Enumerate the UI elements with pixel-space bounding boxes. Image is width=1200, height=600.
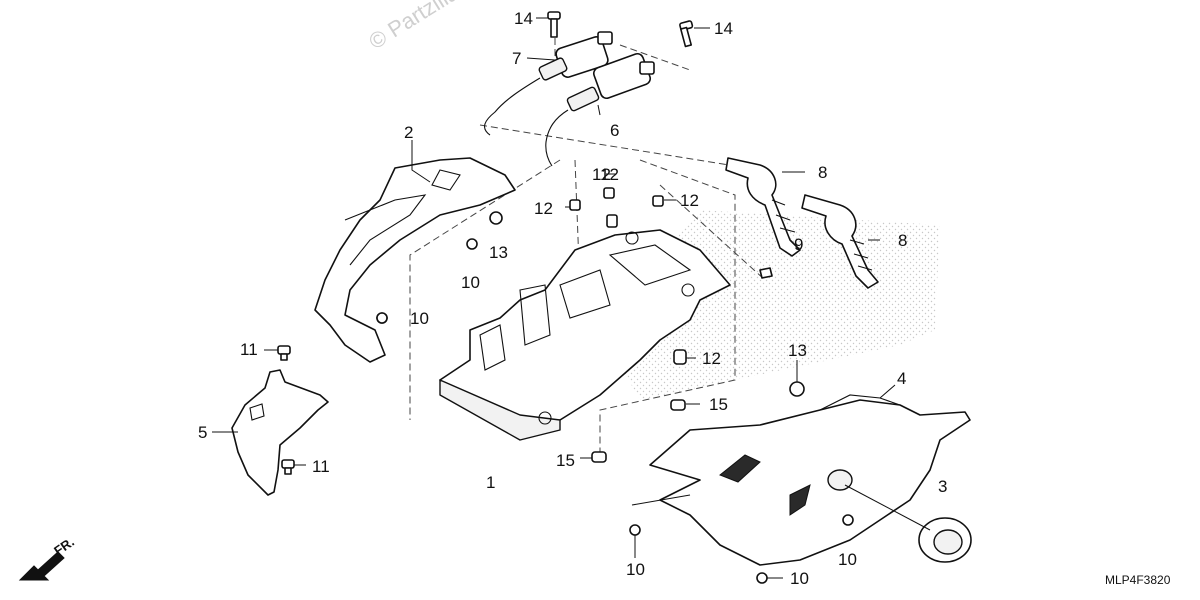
callout-11: 11: [312, 457, 330, 476]
callout-12: 12: [702, 349, 721, 368]
clip-10: [842, 514, 854, 526]
guide-line: [619, 44, 691, 71]
callout-6: 6: [610, 121, 619, 140]
callout-5: 5: [198, 423, 207, 442]
callout-11: 11: [240, 340, 258, 359]
callout-12: 12: [592, 165, 611, 184]
guide-line: [599, 159, 736, 455]
callout-10: 10: [838, 550, 857, 569]
clip-10: [376, 312, 388, 324]
bolt-13-right: [789, 381, 805, 397]
under-cover-vent: [789, 484, 811, 516]
collar-12: [606, 214, 618, 228]
leader-line: [526, 57, 556, 61]
callout-1: 1: [486, 473, 495, 492]
callout-15: 15: [709, 395, 728, 414]
callout-12: 12: [534, 199, 553, 218]
guide-line: [479, 124, 761, 171]
leader-line: [597, 104, 601, 116]
under-cover-4: [649, 399, 971, 566]
bracket-5-hole: [249, 403, 265, 421]
rubber-grommet-3: [918, 517, 972, 563]
callout-4: 4: [897, 369, 906, 388]
inner-tray-1: [439, 229, 731, 441]
bracket-5: [231, 369, 329, 496]
grommet-15: [670, 399, 686, 411]
clip-10: [756, 572, 768, 584]
guide-line: [659, 184, 766, 281]
callout-10: 10: [410, 309, 429, 328]
side-cover-2-detail: [344, 194, 427, 266]
callout-10: 10: [790, 569, 809, 588]
collar-12: [652, 195, 664, 207]
watermark-text: © Partzilla: [364, 0, 463, 54]
grommet-15: [591, 451, 607, 463]
under-cover-edge: [819, 394, 901, 411]
bolt-11-upper: [277, 345, 291, 361]
bolt-14-left: [547, 11, 561, 38]
bolt-13-left: [466, 211, 503, 250]
ignition-coil-6: [545, 52, 655, 167]
callout-8: 8: [818, 163, 827, 182]
callout-14: 14: [514, 9, 533, 28]
clip-10: [629, 524, 641, 536]
callout-12: 12: [600, 165, 619, 184]
callout-9: 9: [794, 235, 803, 254]
leader-line: [879, 384, 896, 399]
side-cover-2-detail: [431, 169, 461, 191]
diagram-code: MLP4F3820: [1105, 573, 1171, 587]
leader-line: [631, 494, 691, 506]
clip-9: [759, 267, 773, 279]
under-cover-vent: [719, 454, 761, 483]
callout-8: 8: [898, 231, 907, 250]
bolt-14-right: [679, 20, 694, 48]
leader-line: [411, 140, 431, 183]
callout-3: 3: [938, 477, 947, 496]
callout-2: 2: [404, 123, 413, 142]
spark-plug-cap-8-lower: [801, 194, 879, 289]
ignition-coil-7: [484, 31, 613, 136]
callout-7: 7: [512, 49, 521, 68]
bolt-11-lower: [281, 459, 295, 475]
callout-14: 14: [714, 19, 733, 38]
leader-line: [844, 484, 931, 531]
collar-12: [603, 187, 615, 199]
callout-10: 10: [461, 273, 480, 292]
collar-12: [673, 349, 687, 365]
callout-12: 12: [680, 191, 699, 210]
spark-plug-cap-8-upper: [725, 157, 801, 257]
callout-15: 15: [556, 451, 575, 470]
collar-12: [569, 199, 581, 211]
callout-10: 10: [626, 560, 645, 579]
side-cover-2: [314, 157, 516, 363]
callout-13: 13: [788, 341, 807, 360]
callout-13: 13: [489, 243, 508, 262]
front-arrow-icon: [18, 551, 65, 581]
